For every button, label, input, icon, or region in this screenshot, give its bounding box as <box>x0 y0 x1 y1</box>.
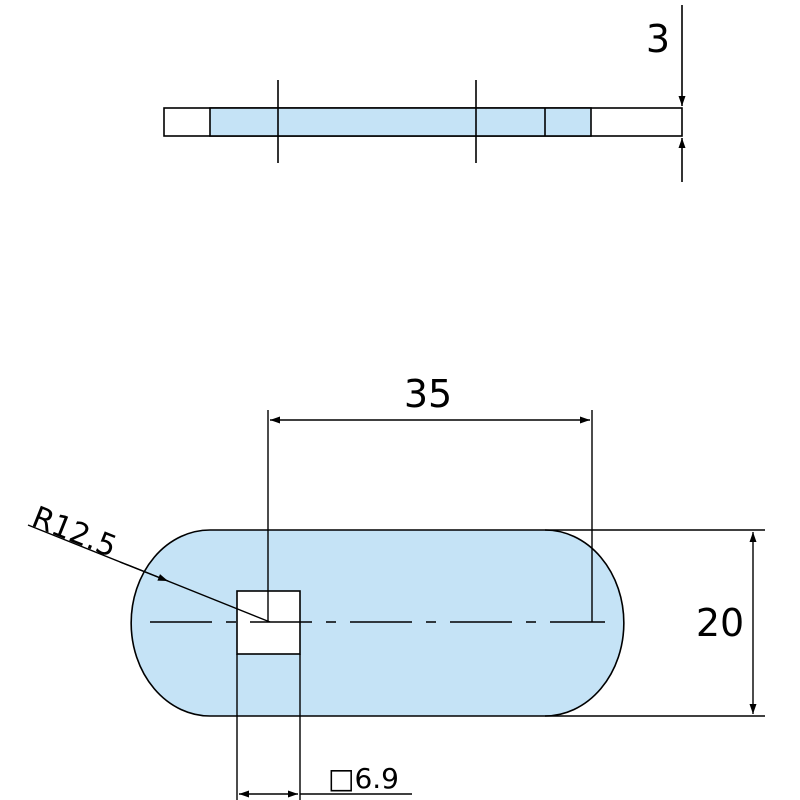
plan-view: 35 20 R12.5 □6.9 <box>27 372 765 800</box>
square-hole-label: □6.9 <box>328 762 399 795</box>
side-view <box>163 5 686 182</box>
plate-body <box>130 529 625 717</box>
thickness-dimension-label: 3 <box>646 17 670 61</box>
radius-leader-arrow <box>119 561 169 582</box>
center-distance-label: 35 <box>404 372 452 416</box>
side-view-shaded-section <box>209 107 592 137</box>
radius-label: R12.5 <box>27 500 121 565</box>
width-dimension-label: 20 <box>696 601 744 645</box>
